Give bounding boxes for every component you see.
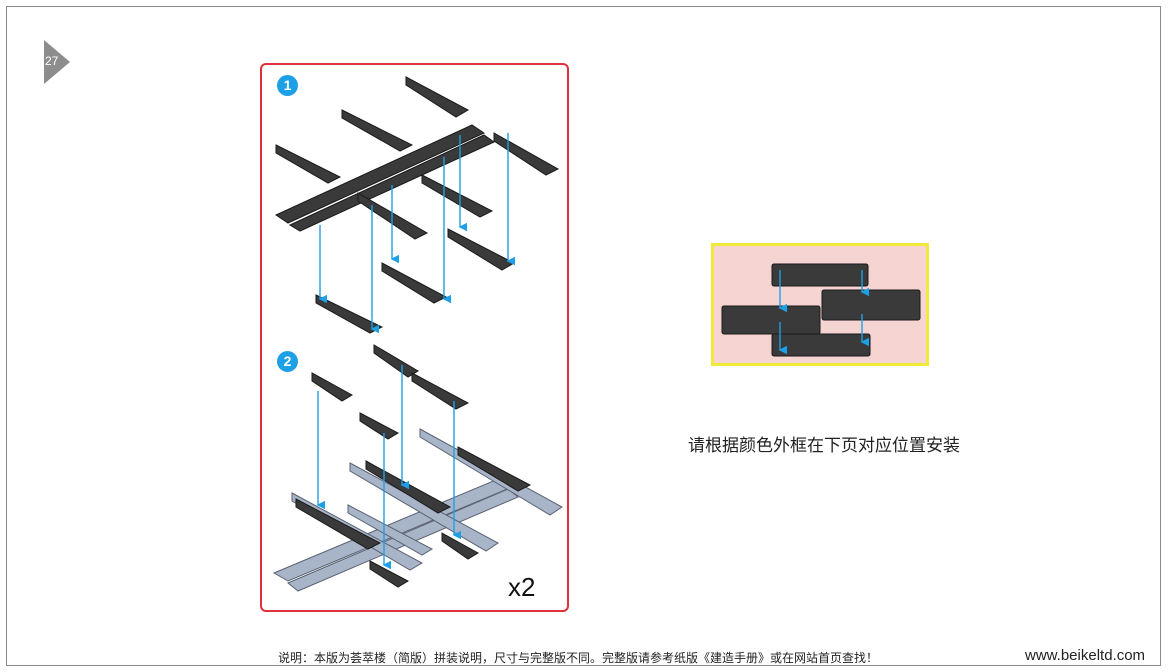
footer-note: 说明：本版为荟萃楼（简版）拼装说明，尺寸与完整版不同。完整版请参考纸版《建造手册… [278,651,879,665]
legend-illustration [721,263,921,357]
page-number: 27 [45,54,59,68]
page-frame [6,6,1161,666]
repeat-multiplier: x2 [508,572,536,602]
page-marker-icon [44,40,70,84]
assembly-steps-panel: 1 2 [260,63,569,612]
placement-instruction: 请根据颜色外框在下页对应位置安装 [688,436,960,456]
website-link[interactable]: www.beikeltd.com [1025,647,1146,664]
step-1-illustration [274,76,560,334]
step-2-badge: 2 [277,351,298,372]
step-2-illustration [272,344,563,592]
color-frame-legend [711,243,929,366]
step-1-badge: 1 [277,75,298,96]
